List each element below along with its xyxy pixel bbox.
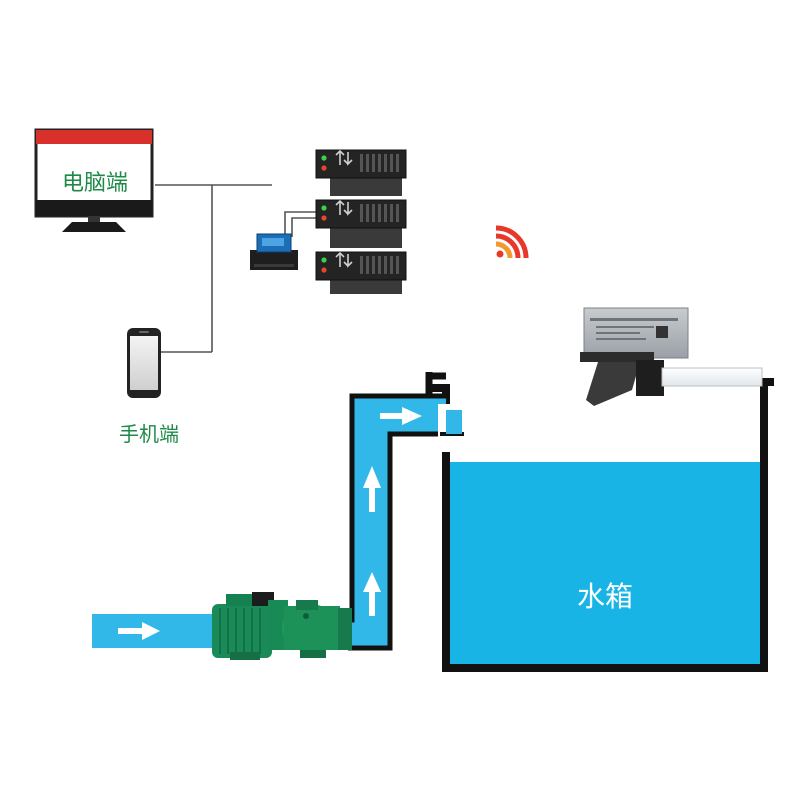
flow-arrows bbox=[118, 407, 422, 640]
level-sensor-icon bbox=[580, 307, 763, 406]
flow-arrow-icon bbox=[363, 466, 381, 512]
flow-arrow-icon bbox=[380, 407, 422, 425]
monitor-icon bbox=[34, 128, 154, 232]
smartphone-icon bbox=[127, 328, 161, 398]
flow-arrow-icon bbox=[118, 622, 160, 640]
network-lines bbox=[155, 184, 322, 353]
water-tank bbox=[425, 372, 774, 672]
computer-label: 电脑端 bbox=[61, 171, 128, 196]
pump-icon bbox=[212, 592, 352, 660]
water-pipe bbox=[92, 393, 464, 651]
tank-water bbox=[446, 462, 764, 666]
flow-arrow-icon bbox=[363, 572, 381, 616]
wifi-signal-icon bbox=[495, 225, 529, 259]
server-rack-icon bbox=[315, 149, 407, 294]
phone-label: 手机端 bbox=[119, 422, 179, 446]
tank-label: 水箱 bbox=[576, 580, 633, 613]
printer-icon bbox=[250, 233, 298, 270]
